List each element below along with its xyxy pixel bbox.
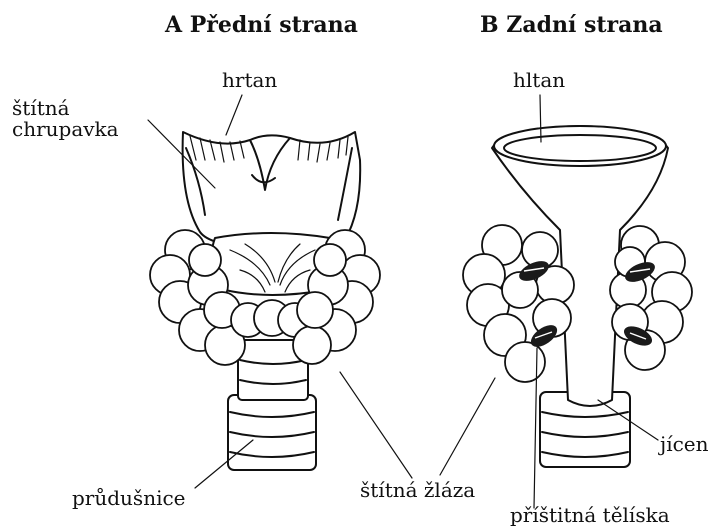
label-hltan: hltan: [513, 70, 565, 91]
back-thyroid-left-lobe: [463, 225, 574, 382]
label-stitna-zlaza: štítná žláza: [360, 480, 475, 501]
label-pristitna-teliska: příštitná tělíska: [510, 505, 670, 526]
leader-stitna-zlaza-back: [440, 378, 495, 475]
leader-stitna-zlaza-front: [340, 372, 412, 478]
label-hrtan: hrtan: [222, 70, 277, 91]
leader-hrtan: [226, 95, 242, 135]
label-prudusnice: průdušnice: [72, 488, 186, 509]
front-larynx-cartilage: [183, 132, 361, 248]
label-jicen: jícen: [660, 434, 709, 455]
back-thyroid-right-lobe: [610, 226, 692, 370]
label-stitna-chrupavka: štítná chrupavka: [12, 98, 119, 140]
